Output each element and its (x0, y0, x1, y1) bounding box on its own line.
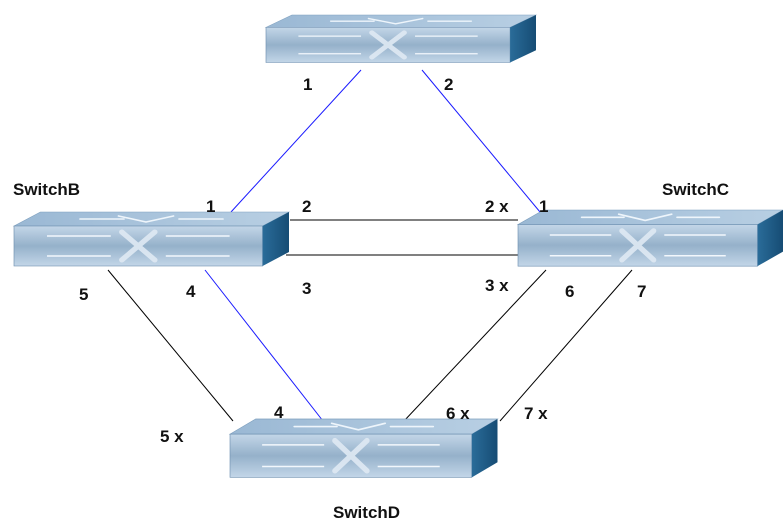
switch-a (266, 15, 536, 63)
port-label-c7: 7 (637, 282, 647, 301)
port-label-c6: 6 (565, 282, 575, 301)
network-switch-icon (14, 212, 289, 266)
port-label-d7: 7 x (524, 404, 548, 423)
port-label-d4: 4 (274, 403, 284, 422)
switch-d (230, 419, 498, 477)
port-label-c1: 1 (539, 197, 549, 216)
link-c7-d7 (499, 269, 633, 422)
port-label-b4: 4 (186, 282, 196, 301)
switch-b-label: SwitchB (13, 180, 81, 199)
link-b5-d5 (107, 269, 234, 422)
port-label-c3: 3 x (485, 276, 509, 295)
port-label-b5: 5 (79, 285, 89, 304)
switch-c (518, 210, 783, 266)
link-a1-b1 (230, 69, 362, 213)
network-switch-icon (266, 15, 536, 63)
links (107, 69, 633, 422)
link-a2-c1 (421, 69, 546, 219)
switch-c-label: SwitchC (662, 180, 730, 199)
port-label-d5: 5 x (160, 427, 184, 446)
link-b4-d4 (204, 269, 324, 422)
port-label-b1: 1 (206, 197, 216, 216)
port-label-a1: 1 (303, 75, 313, 94)
switch-b (14, 212, 289, 266)
port-label-b2: 2 (302, 197, 312, 216)
network-switch-icon (518, 210, 783, 266)
port-label-d6: 6 x (446, 404, 470, 423)
port-label-a2: 2 (444, 75, 454, 94)
port-label-c2: 2 x (485, 197, 509, 216)
network-switch-icon (230, 419, 498, 477)
port-label-b3: 3 (302, 279, 312, 298)
switch-d-label: SwitchD (333, 503, 401, 522)
link-c6-d6 (403, 269, 547, 422)
